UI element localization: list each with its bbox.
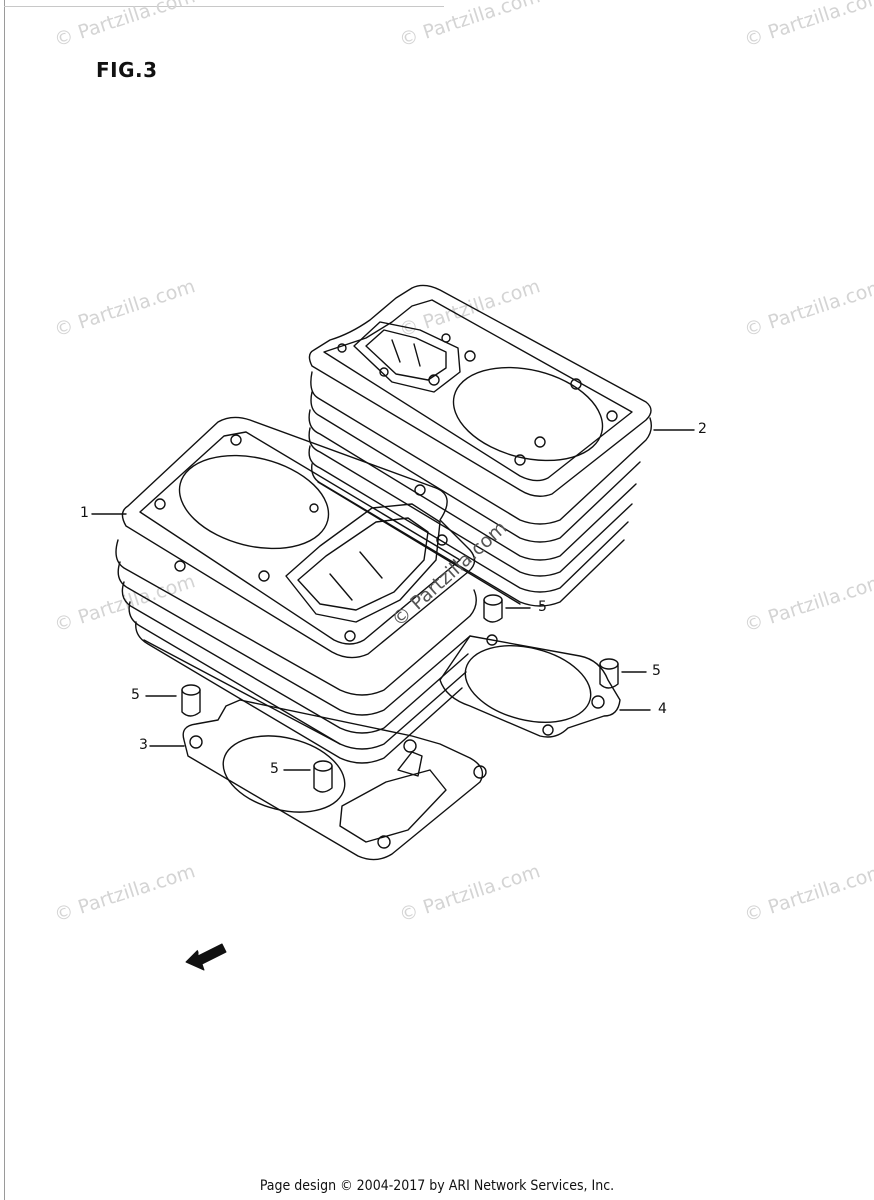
- callout-5: 5: [538, 599, 547, 615]
- front-base-gasket: [149, 699, 487, 861]
- fwd-arrow-icon: [185, 943, 227, 971]
- callout-2: 2: [698, 421, 707, 437]
- dowel-pin: [283, 760, 333, 793]
- footer-copyright: Page design © 2004-2017 by ARI Network S…: [259, 1178, 615, 1194]
- figure-title: FIG.3: [96, 58, 158, 82]
- callout-5: 5: [270, 761, 279, 777]
- callout-1: 1: [80, 505, 89, 521]
- dowel-pin: [145, 684, 201, 717]
- dowel-pin: [599, 658, 647, 689]
- page-top-edge-line: [4, 6, 444, 7]
- callout-5: 5: [652, 663, 661, 679]
- callout-5: 5: [131, 687, 140, 703]
- callout-3: 3: [139, 737, 148, 753]
- rear-cylinder: [308, 284, 695, 607]
- page-edge-line: [4, 0, 5, 1200]
- dowel-pin: [483, 594, 531, 623]
- callout-4: 4: [658, 701, 667, 717]
- rear-base-gasket: [439, 634, 651, 738]
- front-cylinder: [91, 416, 477, 764]
